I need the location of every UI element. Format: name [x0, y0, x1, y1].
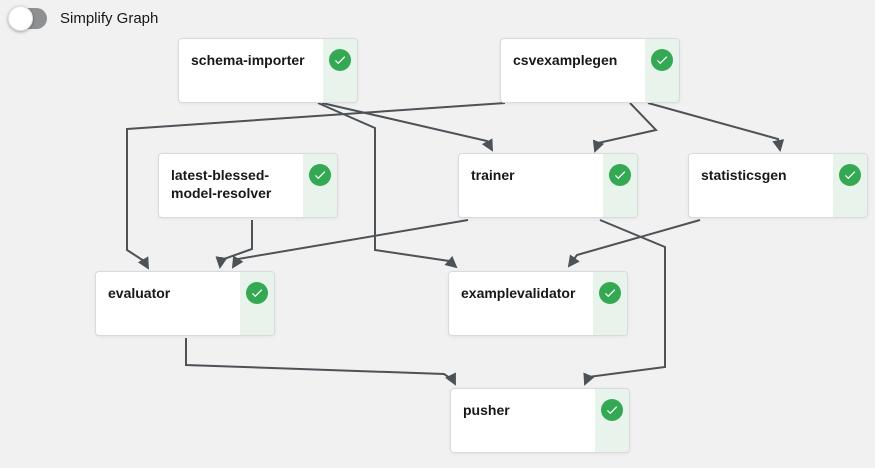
node-status-strip — [240, 272, 274, 335]
node-schema-importer[interactable]: schema-importer — [178, 38, 358, 103]
edge-schema-importer-to-trainer — [321, 102, 493, 152]
node-label: csvexamplegen — [513, 52, 618, 68]
node-status-strip — [833, 154, 867, 217]
node-label: examplevalidator — [461, 285, 576, 301]
edge-schema-importer-to-examplevalidator — [317, 102, 458, 269]
node-label: evaluator — [108, 285, 171, 301]
edge-csvexamplegen-to-statisticsgen — [647, 102, 785, 152]
node-evaluator[interactable]: evaluator — [95, 271, 275, 336]
status-success-icon — [609, 164, 631, 186]
simplify-graph-label: Simplify Graph — [60, 10, 159, 27]
node-label: pusher — [463, 402, 510, 418]
node-status-strip — [303, 154, 337, 217]
node-label: statisticsgen — [701, 167, 787, 183]
node-status-strip — [603, 154, 637, 217]
edge-latest-blessed-model-resolver-to-evaluator — [215, 220, 253, 269]
node-statisticsgen[interactable]: statisticsgen — [688, 153, 868, 218]
toggle-knob[interactable] — [8, 6, 33, 31]
status-success-icon — [839, 164, 861, 186]
node-label: trainer — [471, 167, 515, 183]
edge-csvexamplegen-to-trainer — [592, 102, 658, 153]
edge-evaluator-to-pusher — [185, 338, 456, 386]
edge-trainer-to-evaluator — [231, 219, 469, 269]
node-latest-blessed-model-resolver[interactable]: latest-blessed-model-resolver — [158, 153, 338, 218]
graph-toolbar: Simplify Graph — [8, 6, 159, 31]
status-success-icon — [599, 282, 621, 304]
node-status-strip — [645, 39, 679, 102]
node-trainer[interactable]: trainer — [458, 153, 638, 218]
node-csvexamplegen[interactable]: csvexamplegen — [500, 38, 680, 103]
node-status-strip — [323, 39, 357, 102]
edge-trainer-to-pusher — [583, 219, 666, 386]
edge-statisticsgen-to-examplevalidator — [567, 219, 701, 268]
node-pusher[interactable]: pusher — [450, 388, 630, 453]
status-success-icon — [309, 164, 331, 186]
status-success-icon — [601, 399, 623, 421]
simplify-graph-toggle[interactable] — [8, 6, 47, 31]
status-success-icon — [329, 49, 351, 71]
node-label: schema-importer — [191, 52, 305, 68]
status-success-icon — [246, 282, 268, 304]
status-success-icon — [651, 49, 673, 71]
edge-csvexamplegen-to-evaluator — [126, 102, 506, 270]
node-examplevalidator[interactable]: examplevalidator — [448, 271, 628, 336]
node-status-strip — [593, 272, 627, 335]
node-label: latest-blessed-model-resolver — [171, 167, 272, 201]
node-status-strip — [595, 389, 629, 452]
